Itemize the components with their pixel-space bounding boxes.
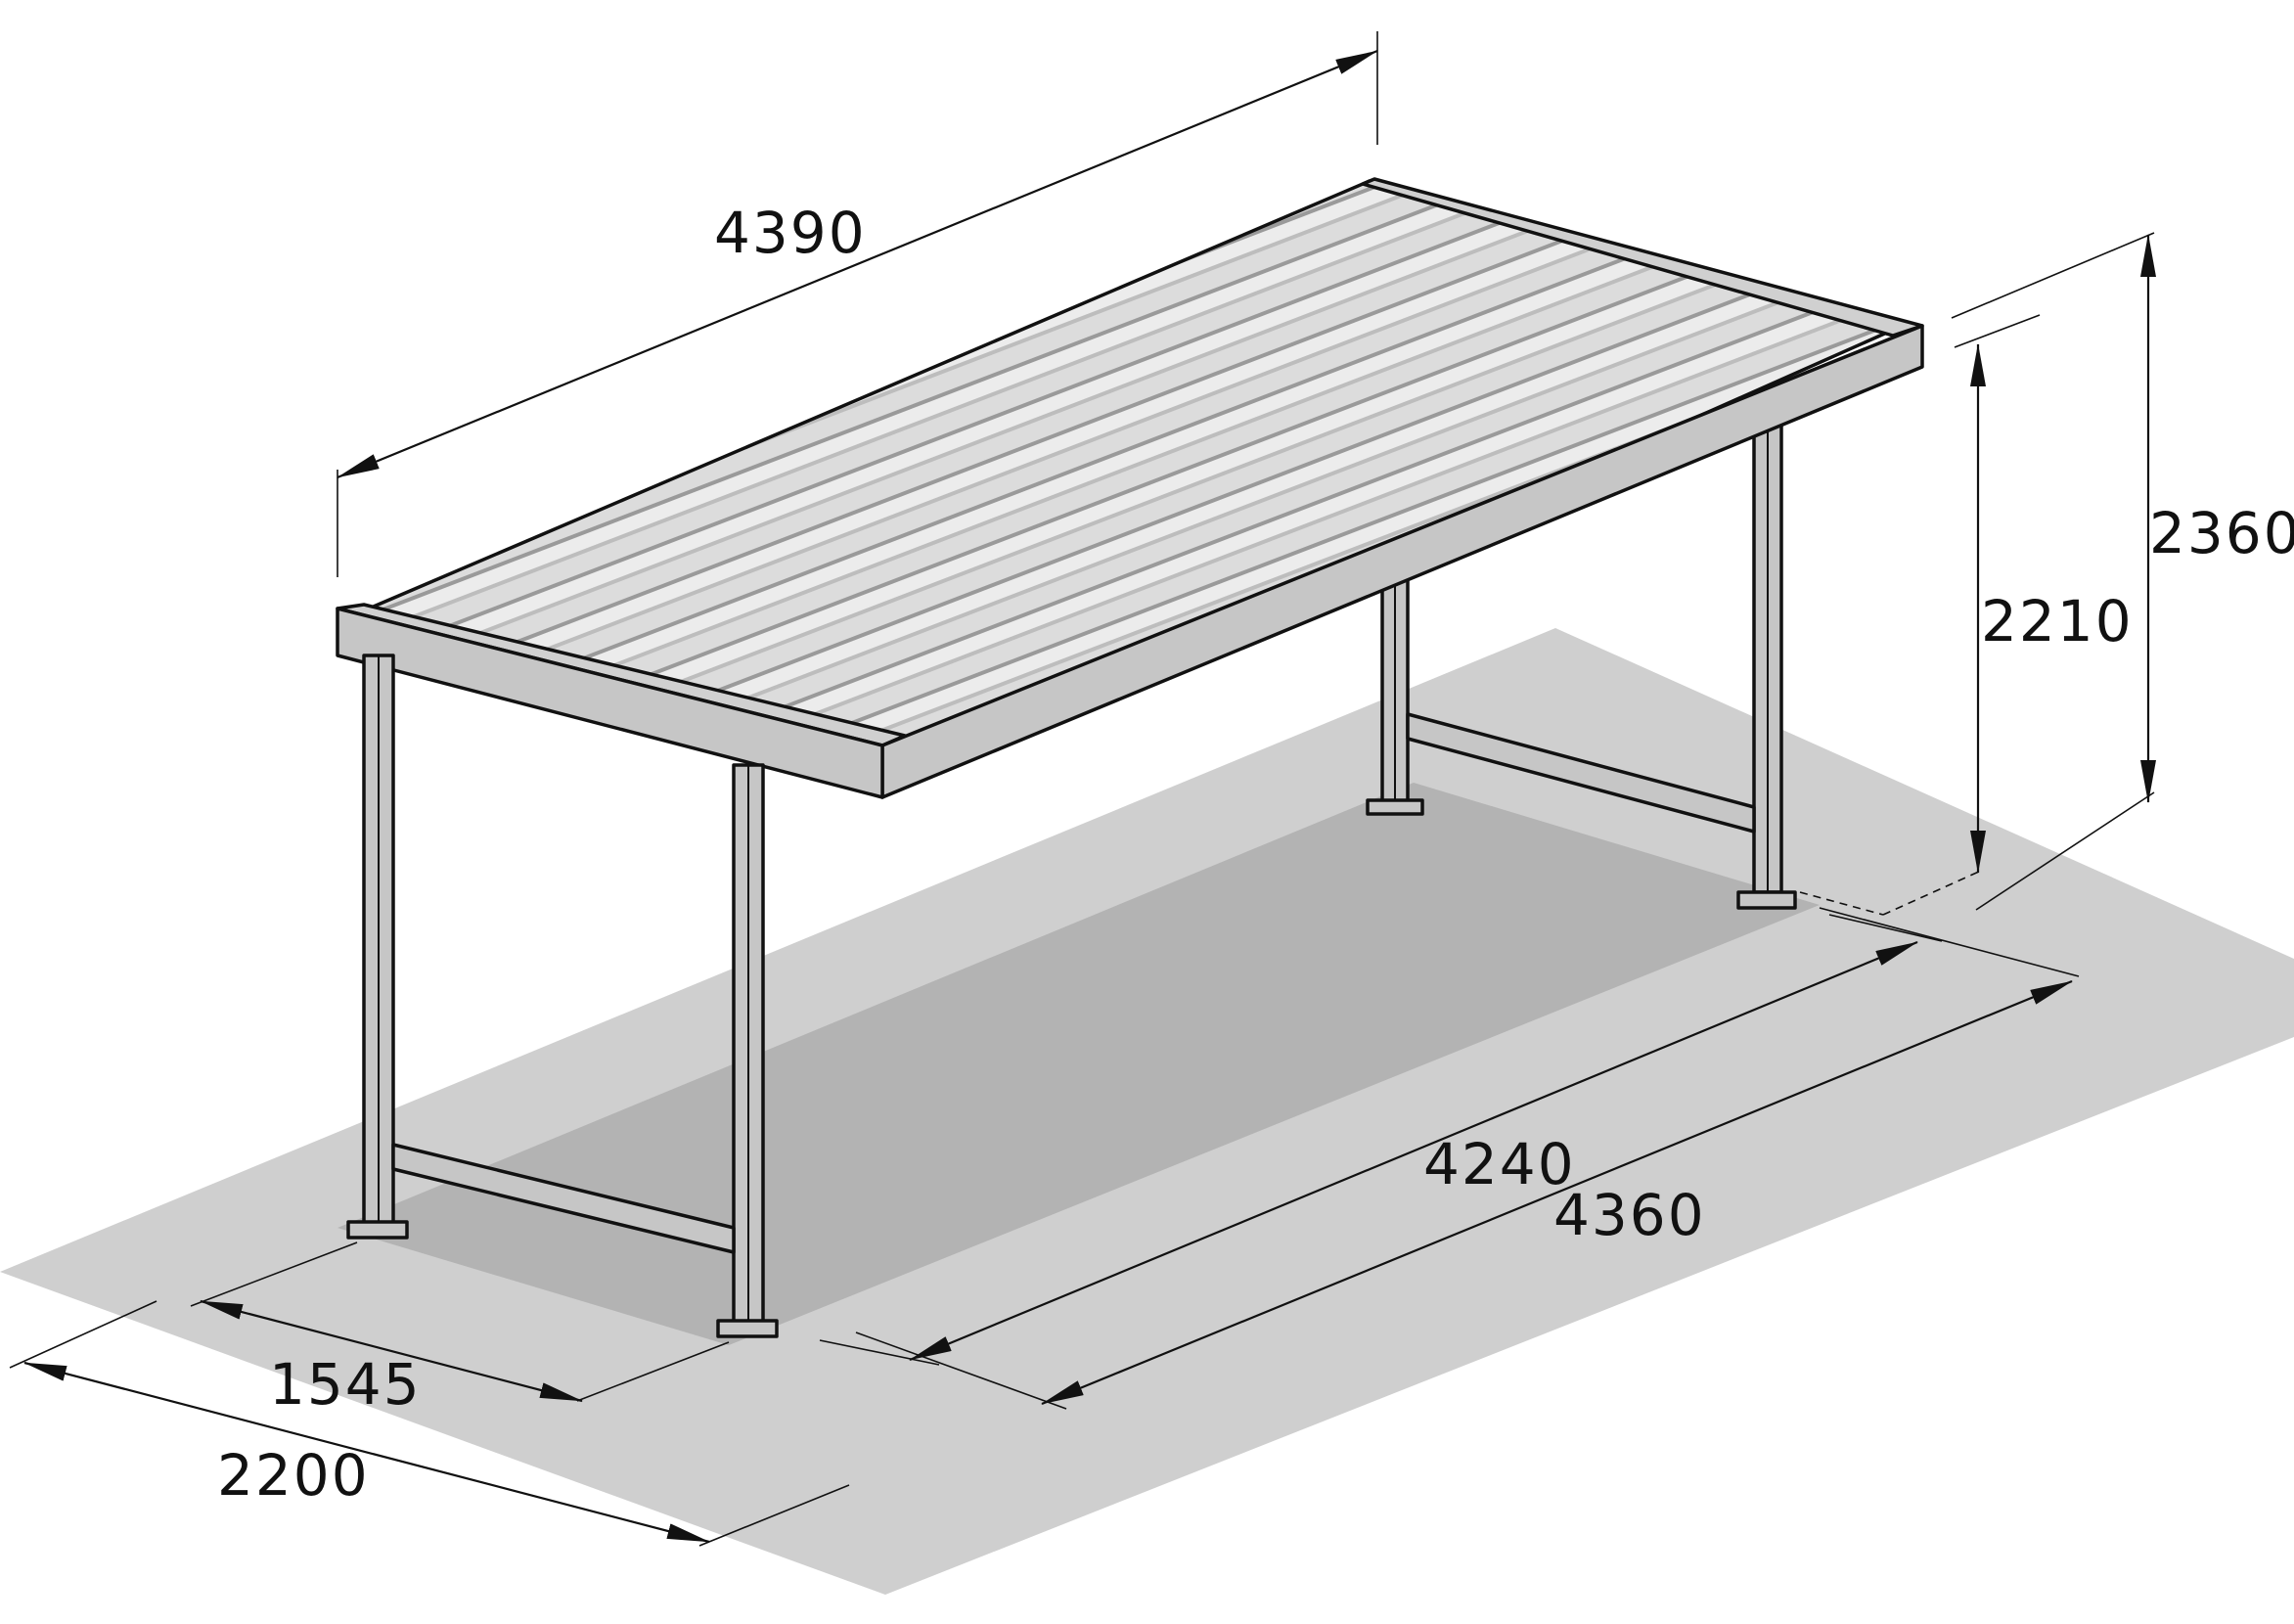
dim-roof-length-label: 4390	[714, 200, 867, 266]
front-left-post	[346, 654, 409, 1240]
back-cross-beam	[1406, 712, 1756, 834]
dim-overall-length-label: 4360	[1553, 1182, 1706, 1248]
dim-post-spacing-width-label: 1545	[269, 1351, 422, 1418]
dim-clear-height: 2210	[1799, 314, 2134, 916]
dim-overall-width: 2200	[9, 1300, 850, 1547]
dim-overall-length: 4360	[855, 907, 2080, 1410]
dim-overall-height-label: 2360	[2149, 500, 2294, 566]
dim-roof-length: 4390	[337, 31, 1378, 577]
dim-overall-width-label: 2200	[217, 1442, 370, 1509]
back-right-post	[1736, 421, 1797, 910]
dim-clear-height-label: 2210	[1981, 588, 2134, 654]
dim-overall-height: 2360	[1951, 232, 2294, 911]
front-right-post	[716, 763, 779, 1338]
front-cross-beam	[391, 1143, 736, 1254]
back-left-post	[1366, 570, 1424, 816]
roof-frame-front-short	[336, 607, 884, 799]
